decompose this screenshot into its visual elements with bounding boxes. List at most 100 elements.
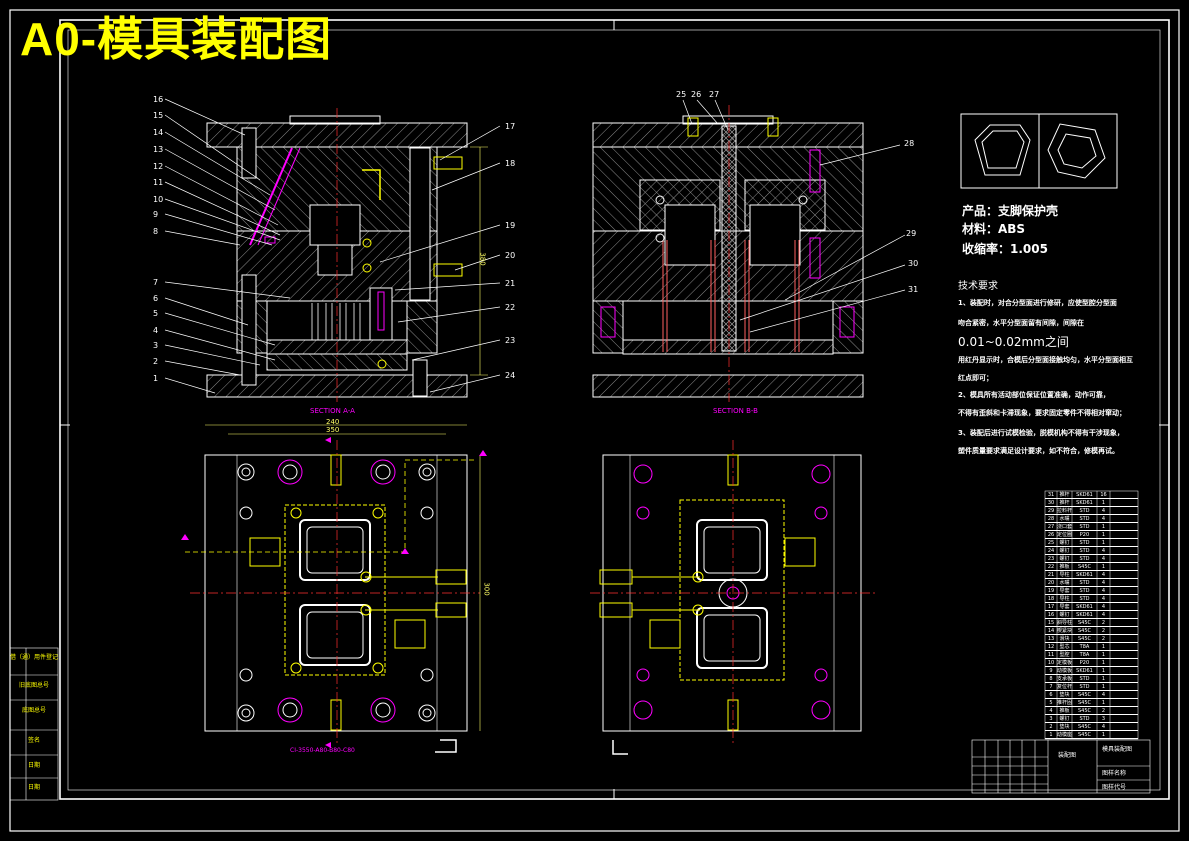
bom-cell: 定位圈: [1057, 532, 1072, 538]
bom-cell: P20: [1079, 660, 1090, 666]
bom-cell: 28: [1047, 516, 1055, 522]
bom-cell: SKD61: [1076, 492, 1093, 498]
bom-cell: 5: [1049, 700, 1053, 706]
callout-20: 20: [505, 251, 516, 260]
bom-cell: 1: [1101, 652, 1106, 658]
bom-cell: 26: [1047, 532, 1055, 538]
bom-cell: 1: [1101, 700, 1106, 706]
bom-cell: 1: [1101, 532, 1106, 538]
callout-3: 3: [153, 341, 159, 350]
callout-leaders-left: [164, 98, 501, 394]
tech-item2-b: 不得有歪斜和卡滞现象，要求固定零件不得相对窜动；: [958, 409, 1126, 417]
bom-cell: STD: [1079, 588, 1090, 594]
tech-item2-a: 2、模具所有活动部位保证位置准确，动作可靠，: [958, 391, 1110, 399]
bom-cell: STD: [1079, 540, 1090, 546]
bom-cell: 水嘴: [1059, 580, 1070, 586]
bom-cell: 复位杆: [1057, 684, 1072, 690]
callout-17: 17: [505, 122, 516, 131]
callout-1: 1: [153, 374, 159, 383]
side-label: 日期: [27, 784, 40, 791]
bom-cell: 4: [1101, 612, 1106, 618]
bom-cell: 1: [1101, 540, 1106, 546]
bom-cell: 7: [1049, 684, 1053, 690]
callout-5: 5: [153, 309, 159, 318]
bom-cell: STD: [1079, 684, 1090, 690]
bom-cell: 1: [1101, 732, 1106, 738]
bom-cell: 22: [1047, 564, 1055, 570]
bom-cell: 24: [1047, 548, 1055, 554]
tech-item1-e: 红点即可；: [958, 374, 993, 382]
title-block-name: 图样名称: [1102, 770, 1127, 777]
bom-cell: 1: [1101, 500, 1106, 506]
callout-30: 30: [908, 259, 919, 268]
callout-18: 18: [505, 159, 516, 168]
side-label: 旧底图总号: [18, 682, 49, 689]
bom-cell: 螺钉: [1059, 612, 1070, 618]
callout-29: 29: [906, 229, 917, 238]
bom-cell: 3: [1049, 716, 1053, 722]
bom-cell: 1: [1049, 732, 1053, 738]
bom-cell: STD: [1079, 556, 1090, 562]
bom-cell: 楔紧块: [1057, 628, 1072, 634]
bom-cell: 17: [1047, 604, 1055, 610]
dim-width-inner: 350: [326, 426, 340, 434]
bom-cell: STD: [1079, 524, 1090, 530]
callout-25: 25: [676, 90, 687, 99]
bom-cell: STD: [1079, 508, 1090, 514]
bom-cell: 2: [1049, 724, 1053, 730]
bom-cell: SKD61: [1076, 604, 1093, 610]
bom-cell: 19: [1047, 588, 1055, 594]
product-shrinkage: 收缩率：1.005: [962, 242, 1048, 256]
bom-cell: 12: [1047, 644, 1055, 650]
bom-cell: S45C: [1077, 708, 1092, 714]
bom-cell: 螺钉: [1059, 716, 1070, 722]
side-label: 签名: [27, 737, 40, 744]
bom-cell: 4: [1101, 508, 1106, 514]
callout-11: 11: [153, 178, 164, 187]
bom-cell: 水嘴: [1059, 516, 1070, 522]
bom-cell: 10: [1047, 660, 1055, 666]
bom-row: 19 导套 STD 4: [1045, 587, 1138, 595]
bom-cell: SKD61: [1076, 500, 1093, 506]
bom-cell: 拉料杆: [1057, 508, 1072, 514]
bom-cell: 导套: [1059, 588, 1070, 594]
dim-height-section: 380: [478, 252, 487, 266]
bom-cell: 导套: [1059, 604, 1070, 610]
bom-cell: P20: [1079, 532, 1090, 538]
bom-cell: S45C: [1077, 724, 1092, 730]
bom-cell: 29: [1047, 508, 1055, 514]
bom-cell: 30: [1047, 500, 1055, 506]
bom-cell: SKD61: [1076, 612, 1093, 618]
bom-cell: 滑块: [1059, 636, 1070, 642]
section-b-label: SECTION B-B: [713, 407, 758, 415]
bom-cell: S45C: [1077, 732, 1092, 738]
bom-cell: 4: [1101, 516, 1106, 522]
tech-item1-c: 0.01~0.02mm之间: [958, 335, 1069, 349]
bom-cell: 13: [1047, 636, 1055, 642]
bom-cell: 6: [1049, 692, 1053, 698]
bom-cell: 螺钉: [1059, 548, 1070, 554]
callout-27: 27: [709, 90, 720, 99]
bom-cell: STD: [1079, 548, 1090, 554]
bom-cell: 4: [1101, 724, 1106, 730]
callout-21: 21: [505, 279, 516, 288]
bom-cell: 31: [1047, 492, 1055, 498]
section-arrows: [181, 437, 487, 748]
bom-cell: 4: [1101, 588, 1106, 594]
